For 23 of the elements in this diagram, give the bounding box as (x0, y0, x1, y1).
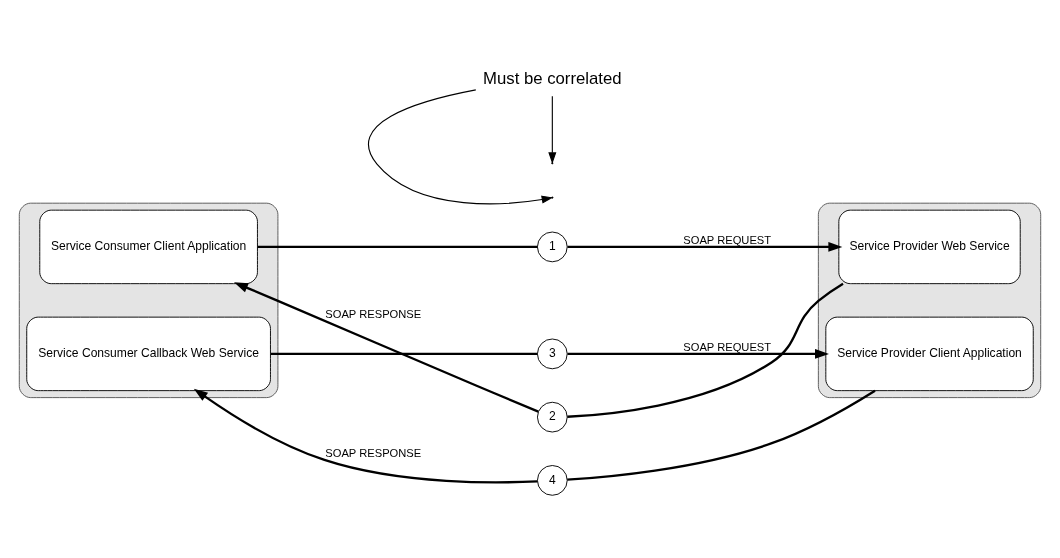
node-text: Must be correlated (483, 68, 622, 88)
edge-label: SOAP REQUEST (683, 233, 772, 246)
node-box: Service Consumer Callback Web Service (26, 316, 271, 392)
arrow (234, 282, 539, 413)
node-circle: 2 (536, 401, 568, 433)
node-box: Service Provider Web Service (838, 209, 1021, 285)
arrow (193, 388, 538, 484)
connector (257, 245, 538, 249)
connector (567, 282, 844, 418)
node-circle: 3 (536, 338, 568, 370)
arrow (567, 349, 829, 359)
arrow (567, 242, 843, 252)
edge-label: SOAP RESPONSE (325, 446, 422, 459)
node-circle: 4 (536, 465, 568, 496)
node-box: Service Provider Client Application (825, 316, 1034, 392)
connector (567, 389, 876, 481)
arrow (548, 95, 557, 164)
connector (270, 352, 538, 356)
node-circle: 1 (536, 231, 568, 263)
arrow (367, 89, 554, 205)
edge-label: SOAP RESPONSE (325, 308, 422, 321)
node-box: Service Consumer Client Application (39, 209, 258, 285)
edge-label: SOAP REQUEST (683, 340, 772, 353)
